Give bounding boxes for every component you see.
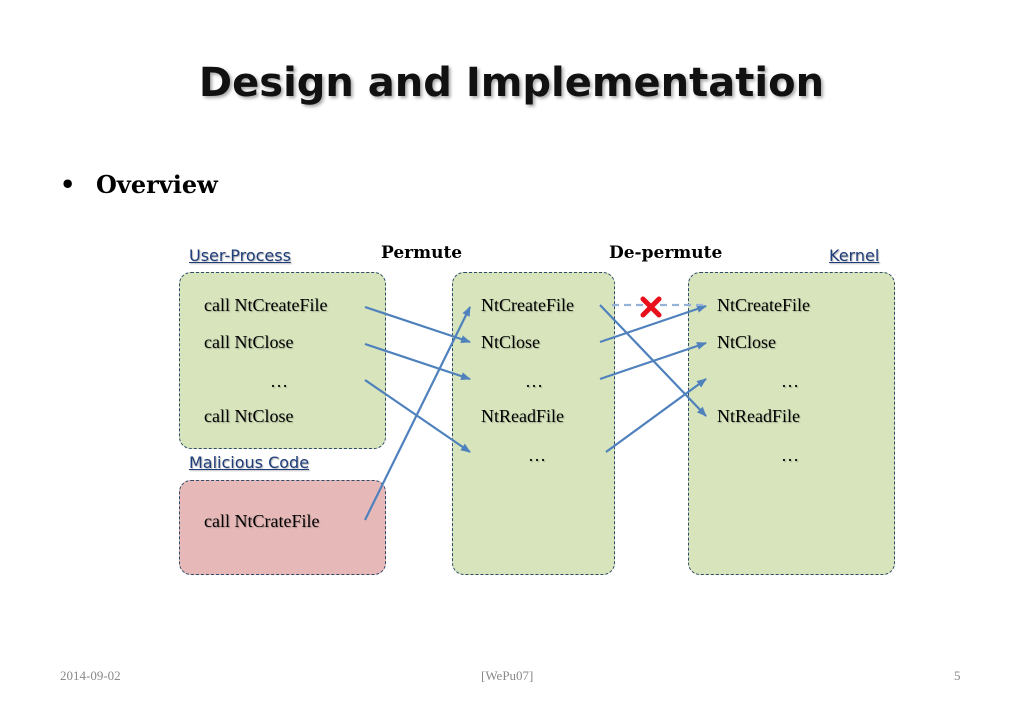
depermute-label: De-permute bbox=[609, 243, 723, 263]
footer-page-number: 5 bbox=[954, 668, 961, 683]
blocked-x-icon bbox=[640, 296, 662, 318]
bullet-text: Overview bbox=[96, 170, 218, 199]
permute-arrow bbox=[364, 306, 471, 521]
malicious-code-panel bbox=[179, 480, 386, 575]
footer-source: [WePu07] bbox=[481, 668, 534, 683]
depermute-arrow bbox=[599, 304, 707, 417]
permute-label: Permute bbox=[381, 243, 463, 263]
permute-arrow bbox=[364, 305, 471, 344]
slide-title: Design and Implementation bbox=[198, 60, 825, 106]
permuted-item: NtCreateFile bbox=[481, 295, 574, 315]
user-process-label: User-Process bbox=[189, 246, 291, 265]
user-process-panel bbox=[179, 272, 386, 449]
user-item: call NtCreateFile bbox=[204, 295, 328, 315]
footer-date: 2014-09-02 bbox=[60, 668, 121, 683]
depermute-arrow bbox=[599, 304, 707, 344]
kernel-item: NtClose bbox=[717, 332, 777, 352]
kernel-item: NtReadFile bbox=[717, 406, 800, 426]
kernel-label: Kernel bbox=[829, 246, 880, 265]
bullet-overview: • Overview bbox=[60, 170, 218, 199]
permuted-item: … bbox=[528, 445, 546, 465]
user-item: call NtClose bbox=[204, 406, 294, 426]
malicious-code-label: Malicious Code bbox=[189, 453, 310, 472]
permute-arrow bbox=[364, 342, 471, 381]
permuted-item: NtReadFile bbox=[481, 406, 564, 426]
user-item: … bbox=[270, 371, 288, 391]
kernel-panel bbox=[688, 272, 895, 575]
bullet-marker: • bbox=[60, 170, 76, 199]
user-item: call NtClose bbox=[204, 332, 294, 352]
kernel-item: … bbox=[781, 445, 799, 465]
kernel-item: … bbox=[781, 371, 799, 391]
depermute-arrow bbox=[605, 378, 707, 453]
permute-arrow bbox=[364, 379, 471, 453]
malicious-item: call NtCrateFile bbox=[204, 511, 320, 531]
permuted-table-panel bbox=[452, 272, 615, 575]
kernel-item: NtCreateFile bbox=[717, 295, 810, 315]
permuted-item: … bbox=[525, 371, 543, 391]
permuted-item: NtClose bbox=[481, 332, 541, 352]
